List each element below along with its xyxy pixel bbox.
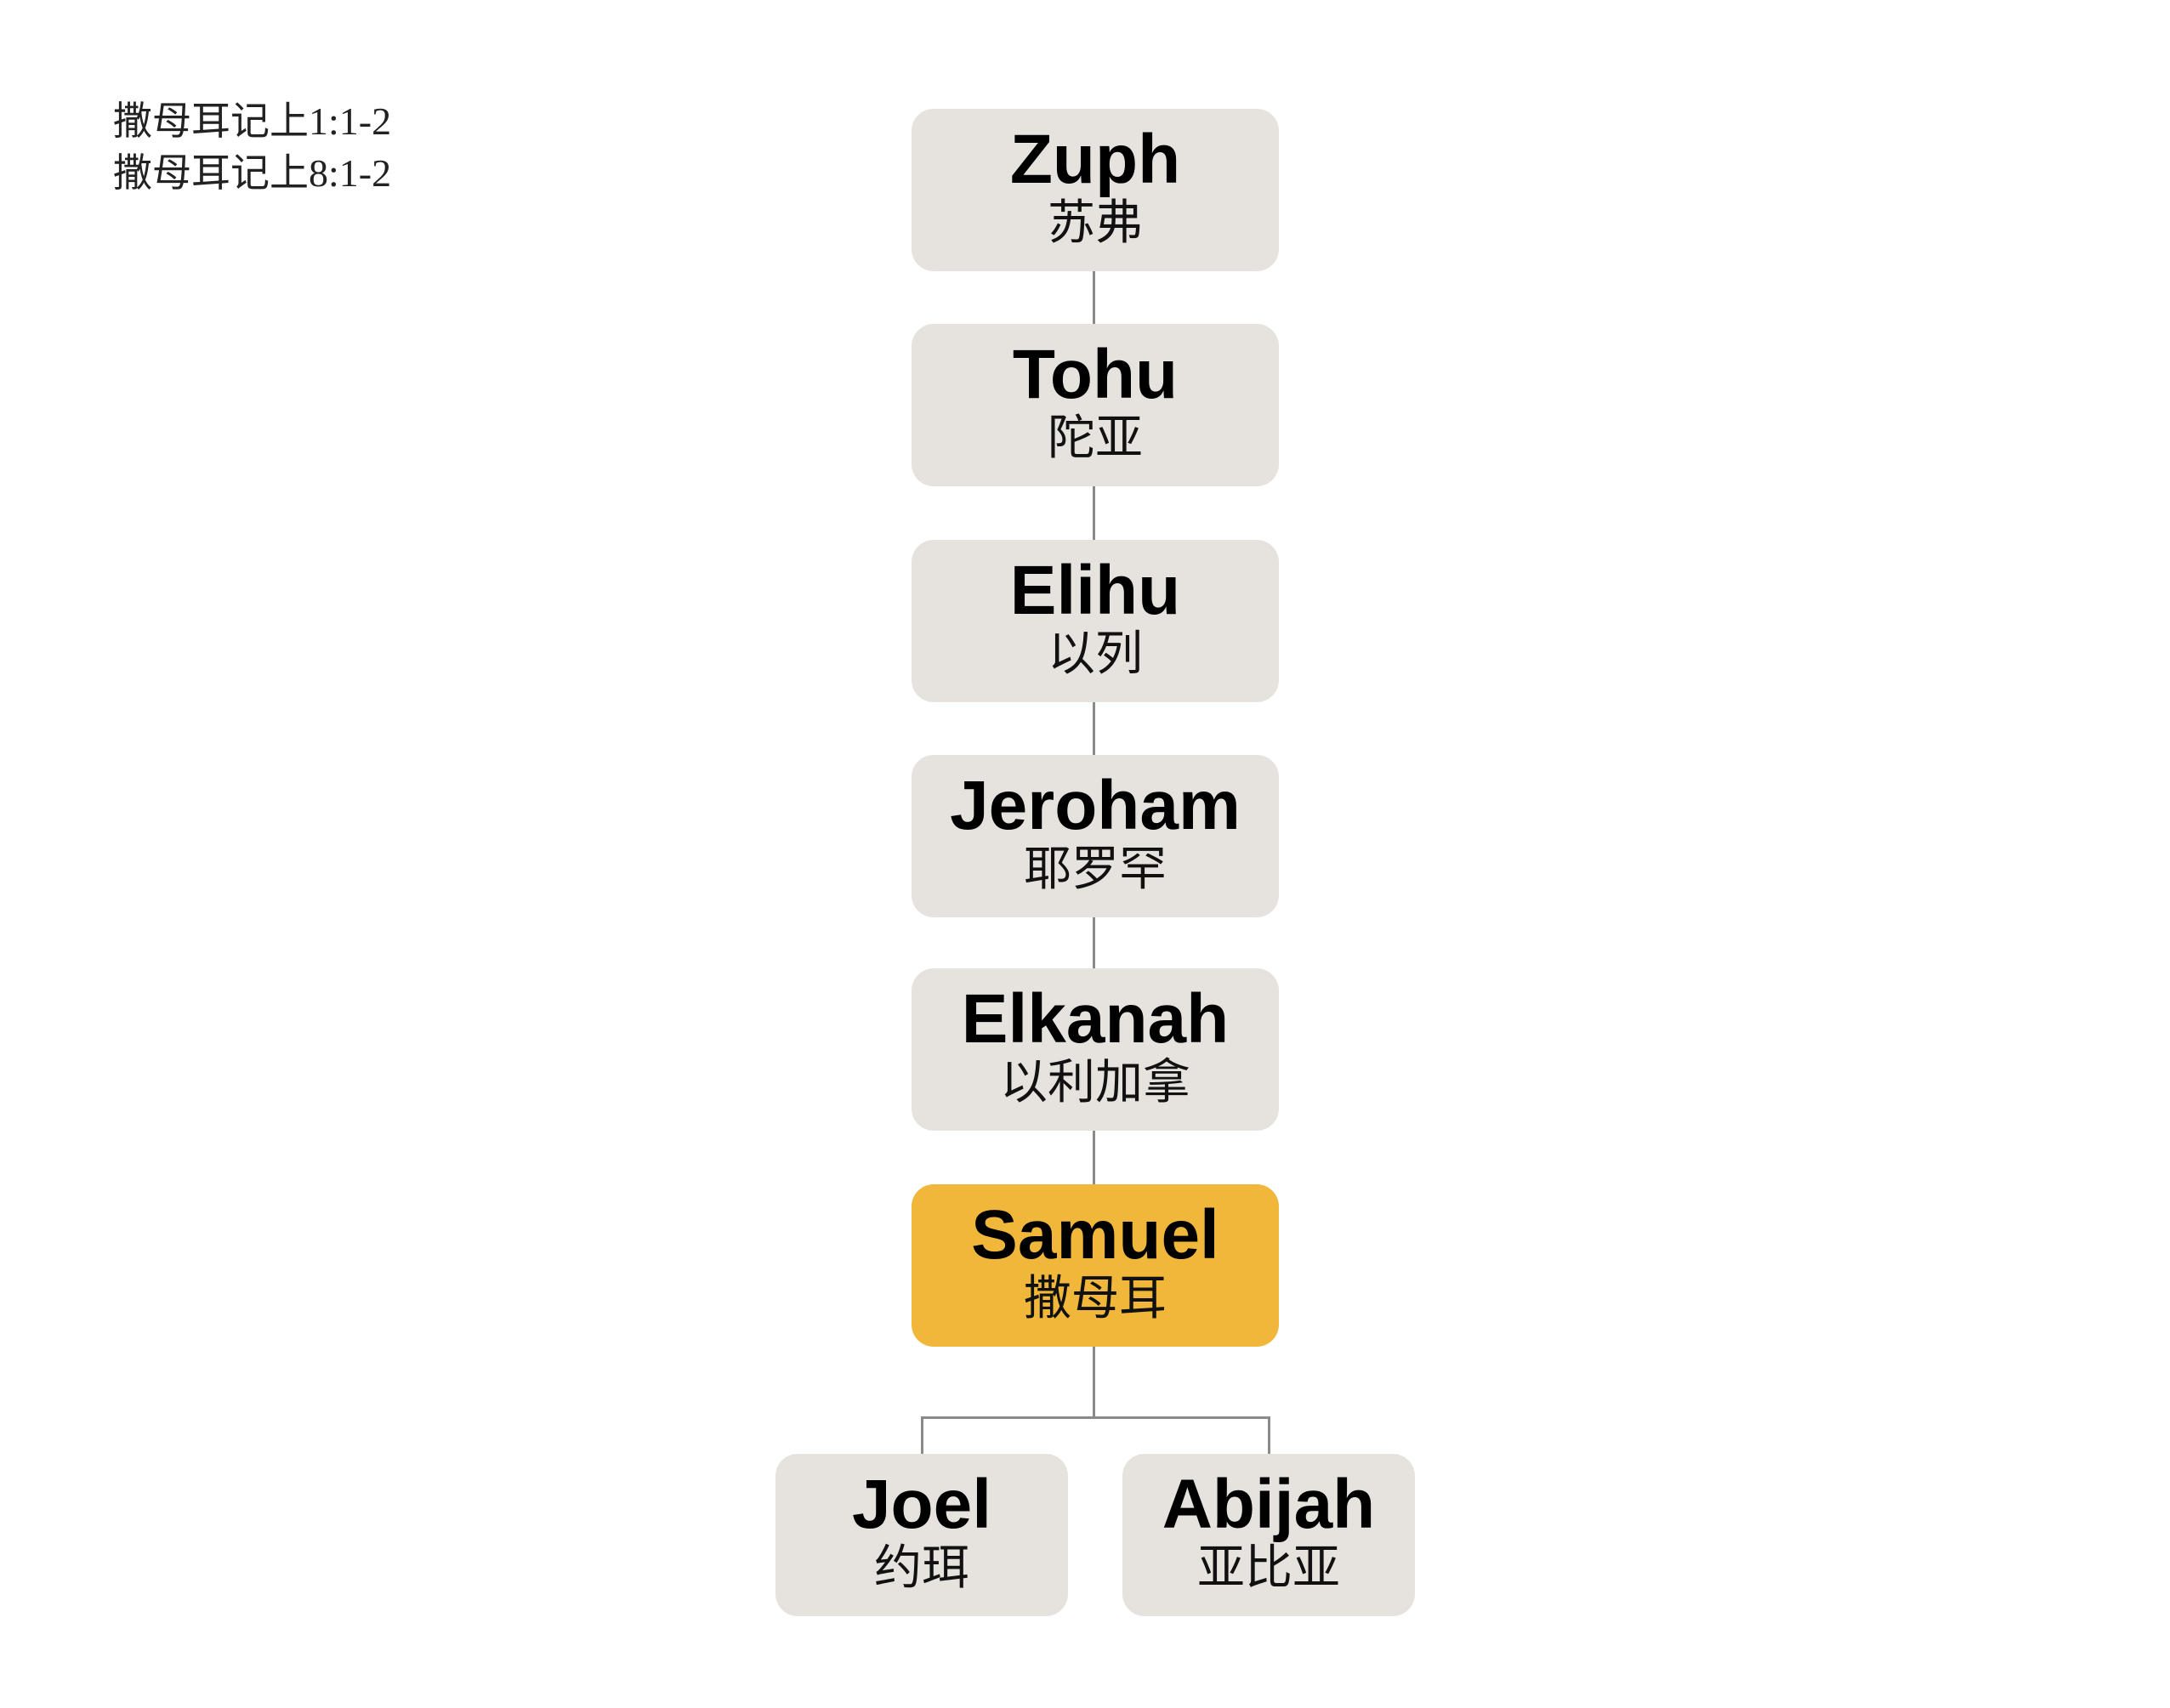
connector xyxy=(1093,917,1095,968)
connector xyxy=(1093,1131,1095,1184)
connector xyxy=(1093,702,1095,755)
person-node-zuph: Zuph 苏弗 xyxy=(912,109,1279,271)
connector xyxy=(921,1416,923,1454)
chinese-name: 苏弗 xyxy=(1048,195,1143,251)
connector xyxy=(921,1416,1270,1419)
person-node-samuel-highlighted: Samuel 撒母耳 xyxy=(912,1184,1279,1347)
person-node-elihu: Elihu 以列 xyxy=(912,540,1279,702)
english-name: Abijah xyxy=(1162,1465,1376,1543)
scripture-references: 撒母耳记上1:1-2 撒母耳记上8:1-2 xyxy=(113,95,391,199)
person-node-tohu: Tohu 陀亚 xyxy=(912,324,1279,486)
chinese-name: 耶罗罕 xyxy=(1024,841,1167,897)
connector xyxy=(1268,1416,1270,1454)
person-node-joel: Joel 约珥 xyxy=(775,1454,1068,1616)
english-name: Samuel xyxy=(971,1195,1219,1274)
reference: 撒母耳记上1:1-2 xyxy=(113,99,392,143)
chinese-name: 陀亚 xyxy=(1048,410,1143,466)
chinese-name: 亚比亚 xyxy=(1197,1540,1340,1596)
english-name: Zuph xyxy=(1009,120,1181,198)
person-node-elkanah: Elkanah 以利加拿 xyxy=(912,968,1279,1131)
person-node-jeroham: Jeroham 耶罗罕 xyxy=(912,755,1279,917)
person-node-abijah: Abijah 亚比亚 xyxy=(1122,1454,1415,1616)
reference: 撒母耳记上8:1-2 xyxy=(113,151,392,195)
english-name: Elihu xyxy=(1009,551,1181,629)
chinese-name: 以列 xyxy=(1048,626,1143,682)
english-name: Tohu xyxy=(1012,335,1179,413)
english-name: Elkanah xyxy=(961,979,1230,1058)
connector xyxy=(1093,486,1095,540)
chinese-name: 以利加拿 xyxy=(1000,1054,1190,1110)
english-name: Jeroham xyxy=(950,766,1241,844)
chinese-name: 约珥 xyxy=(874,1540,969,1596)
english-name: Joel xyxy=(851,1465,992,1543)
chinese-name: 撒母耳 xyxy=(1024,1270,1167,1326)
connector xyxy=(1093,1347,1095,1418)
connector xyxy=(1093,271,1095,324)
